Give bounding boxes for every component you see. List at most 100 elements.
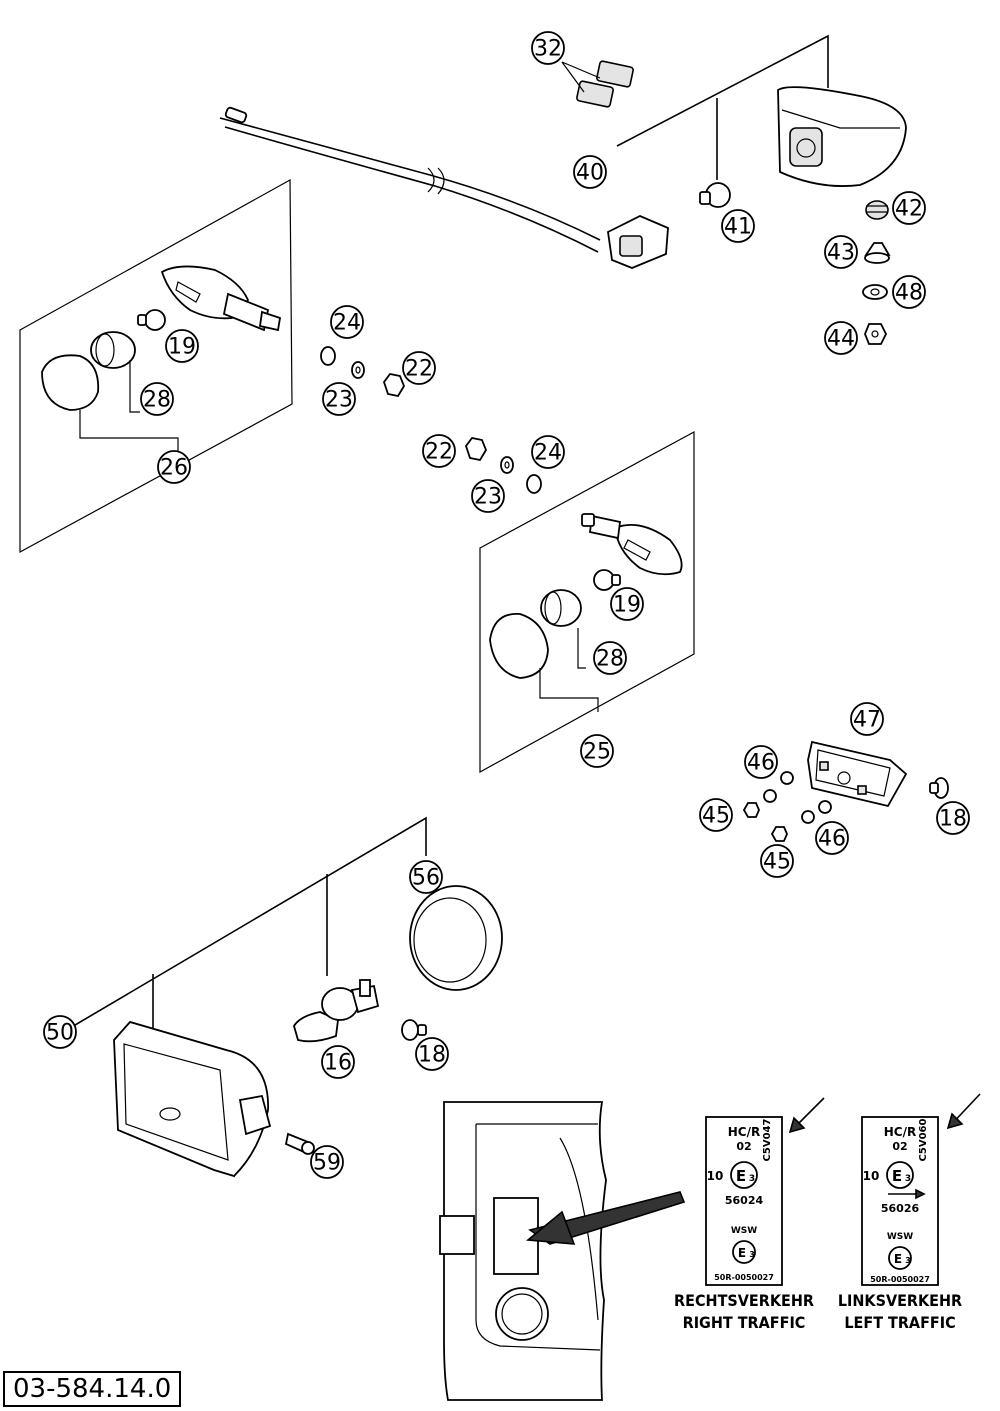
callout-circle: [140, 382, 174, 416]
headlight-rim: [409, 885, 503, 991]
callout-circle: [593, 641, 627, 675]
label-left-mark-lower: E: [894, 1252, 902, 1266]
label-right-lower-small: WSW: [731, 1226, 757, 1236]
callout-40: 40: [573, 155, 607, 189]
callout-22: 22: [422, 434, 456, 468]
callout-28: 28: [140, 382, 174, 416]
callout-number: 32: [534, 37, 562, 62]
license-plate-light: [807, 740, 908, 808]
callout-circle: [531, 435, 565, 469]
e-mark-right: [730, 1161, 758, 1189]
label-left-class-num: 10: [863, 1169, 880, 1183]
lens-left: [41, 354, 100, 411]
label-left-mark-num-lower: 3: [905, 1256, 911, 1265]
indicator-body-right: [614, 524, 683, 576]
callout-circle: [610, 587, 644, 621]
cable: [219, 117, 601, 241]
callout-28: 28: [593, 641, 627, 675]
callout-circle: [471, 479, 505, 513]
callout-number: 59: [313, 1151, 341, 1176]
callout-number: 24: [333, 311, 361, 336]
callout-number: 48: [895, 281, 923, 306]
label-right-side-code: C5V047: [762, 1119, 773, 1162]
label-right-mark-lower: E: [738, 1246, 746, 1260]
label-location-detail: [439, 1101, 686, 1401]
callout-number: 18: [939, 807, 967, 832]
caption-right-en: RIGHT TRAFFIC: [683, 1313, 806, 1332]
caption-right-de: RECHTSVERKEHR: [674, 1291, 814, 1310]
callout-number: 56: [412, 866, 440, 891]
callout-circle: [165, 329, 199, 363]
callout-22: 22: [402, 351, 436, 385]
callout-45: 45: [699, 798, 733, 832]
callout-circle: [157, 450, 191, 484]
callout-23: 23: [322, 382, 356, 416]
label-left-mark-num: 3: [905, 1174, 911, 1184]
drawing-number: 03-584.14.0: [3, 1371, 182, 1407]
callout-circle: [892, 191, 926, 225]
e-mark-right-lower: [732, 1240, 756, 1264]
nut-22: [382, 373, 406, 398]
headlight-bulb: [293, 1011, 339, 1043]
callout-circle: [824, 235, 858, 269]
callout-circle: [721, 209, 755, 243]
label-right-traffic: HC/R 02 10 E 3 56024 WSW E 3 50R-0050027…: [674, 1097, 825, 1332]
callout-59: 59: [310, 1145, 344, 1179]
callout-48: 48: [892, 275, 926, 309]
callout-number: 16: [324, 1051, 352, 1076]
label-right-mark-num-lower: 3: [749, 1250, 755, 1259]
callout-circle: [409, 860, 443, 894]
callout-50: 50: [43, 1015, 77, 1049]
label-right-mark-num: 3: [749, 1174, 755, 1184]
callout-19: 19: [165, 329, 199, 363]
label-right-class-num: 10: [707, 1169, 724, 1183]
callout-number: 45: [702, 804, 730, 829]
callout-43: 43: [824, 235, 858, 269]
callout-number: 23: [325, 388, 353, 413]
callout-circle: [415, 1037, 449, 1071]
callout-24: 24: [330, 305, 364, 339]
label-left-side-code: C5V060: [918, 1119, 929, 1162]
callout-46: 46: [815, 821, 849, 855]
callout-number: 24: [534, 441, 562, 466]
callout-circle: [815, 821, 849, 855]
tail-light-group: [219, 34, 907, 345]
callout-number: 42: [895, 197, 923, 222]
callout-23: 23: [471, 479, 505, 513]
label-left-code-top: HC/R: [884, 1125, 916, 1139]
callout-18: 18: [936, 801, 970, 835]
label-left-traffic: HC/R 02 10 E 3 56026 WSW E 3 50R-0050027…: [838, 1093, 981, 1332]
grommet: [865, 200, 889, 220]
callout-circle: [699, 798, 733, 832]
callout-circle: [531, 31, 565, 65]
callout-circle: [330, 305, 364, 339]
callout-25: 25: [580, 734, 614, 768]
callout-number: 44: [827, 327, 855, 352]
callout-circle: [422, 434, 456, 468]
callout-circle: [824, 321, 858, 355]
e-mark-left: [886, 1161, 914, 1189]
callout-16: 16: [321, 1045, 355, 1079]
callout-32: 32: [531, 31, 565, 65]
headlight-group: [69, 816, 503, 1178]
callout-number: 28: [143, 388, 171, 413]
pad-lower: [576, 80, 614, 108]
callout-circle: [580, 734, 614, 768]
nut: [864, 323, 888, 345]
label-right-code-sub: 02: [736, 1140, 751, 1153]
indicator-left-group: [19, 178, 293, 554]
label-right-lower-bottom: 50R-0050027: [714, 1273, 774, 1282]
callout-circle: [760, 844, 794, 878]
callout-number: 45: [763, 850, 791, 875]
callout-number: 22: [405, 357, 433, 382]
callout-44: 44: [824, 321, 858, 355]
callout-number: 19: [613, 593, 641, 618]
callout-number: 23: [474, 485, 502, 510]
label-left-code-sub: 02: [892, 1140, 907, 1153]
hardware-lower: [464, 437, 542, 494]
callout-circle: [892, 275, 926, 309]
callout-number: 50: [46, 1021, 74, 1046]
callout-18: 18: [415, 1037, 449, 1071]
